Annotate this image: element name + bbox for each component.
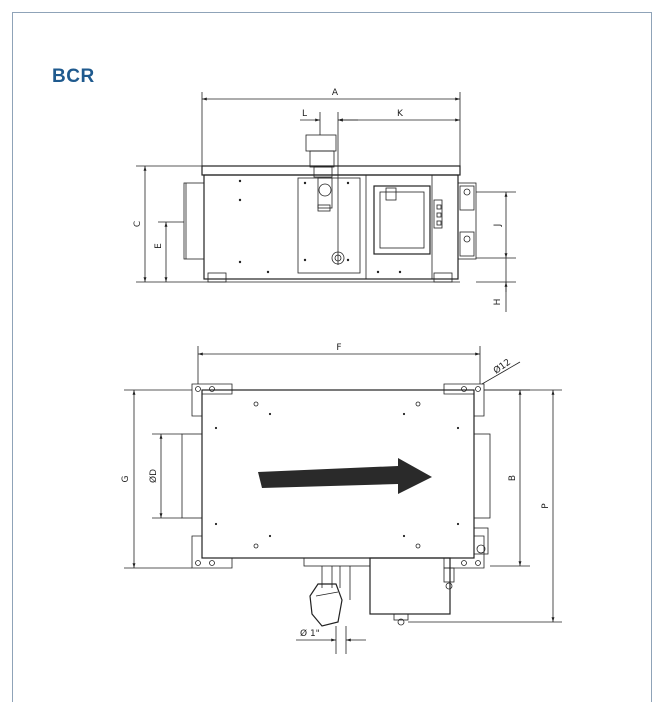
drawing-frame: [12, 12, 652, 702]
dim-F-label: F: [336, 343, 341, 353]
dim-A-label: A: [332, 88, 339, 98]
dim-phiD-label: ØD: [148, 469, 159, 483]
dim-B-label: B: [508, 475, 518, 481]
dim-E-label: E: [154, 243, 164, 249]
dim-phi12-label: Ø12: [491, 357, 513, 377]
dim-P-label: P: [541, 503, 551, 509]
side-view: A L K: [133, 88, 516, 312]
page-title: BCR: [52, 66, 95, 87]
dim-C-label: C: [133, 221, 143, 227]
dim-J-label: J: [493, 224, 503, 228]
plan-view: F Ø12: [121, 343, 562, 654]
dim-H-label: H: [493, 299, 503, 306]
dim-K-label: K: [397, 109, 404, 119]
dim-L-label: L: [302, 109, 307, 119]
dim-phi1-label: Ø 1": [300, 628, 320, 639]
dim-G-label: G: [121, 475, 131, 482]
